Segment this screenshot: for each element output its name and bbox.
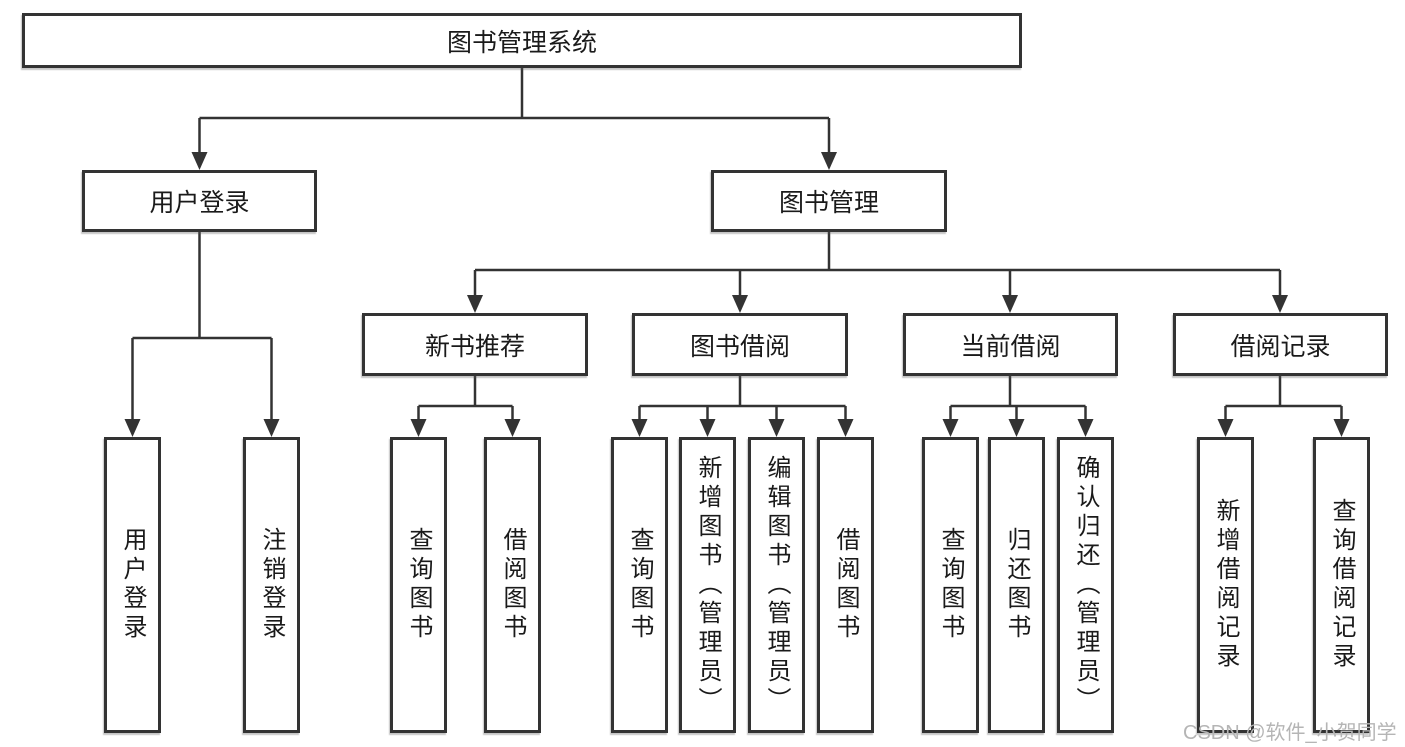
node-library-management-system: 图书管理系统 <box>22 13 1022 68</box>
leaf-query-books-current: 查询图书 <box>922 437 979 733</box>
node-book-borrowing: 图书借阅 <box>632 313 848 376</box>
leaf-query-books-recommend: 查询图书 <box>390 437 447 733</box>
leaf-user-login: 用户登录 <box>104 437 161 733</box>
leaf-add-books-admin: 新增图书（管理员） <box>679 437 736 733</box>
node-user-login: 用户登录 <box>82 170 317 232</box>
leaf-borrow-books-borrowing: 借阅图书 <box>817 437 874 733</box>
leaf-edit-books-admin: 编辑图书（管理员） <box>748 437 805 733</box>
leaf-return-books: 归还图书 <box>988 437 1045 733</box>
leaf-add-borrow-record: 新增借阅记录 <box>1197 437 1254 733</box>
node-book-management: 图书管理 <box>711 170 947 232</box>
node-current-borrowing: 当前借阅 <box>903 313 1118 376</box>
node-new-book-recommendation: 新书推荐 <box>362 313 588 376</box>
watermark-text: CSDN @软件_小贺同学 <box>1183 722 1397 744</box>
leaf-query-books-borrowing: 查询图书 <box>611 437 668 733</box>
node-borrowing-records: 借阅记录 <box>1173 313 1388 376</box>
leaf-logout-login: 注销登录 <box>243 437 300 733</box>
leaf-query-borrow-record: 查询借阅记录 <box>1313 437 1370 733</box>
leaf-confirm-return-admin: 确认归还（管理员） <box>1057 437 1114 733</box>
leaf-borrow-books-recommend: 借阅图书 <box>484 437 541 733</box>
